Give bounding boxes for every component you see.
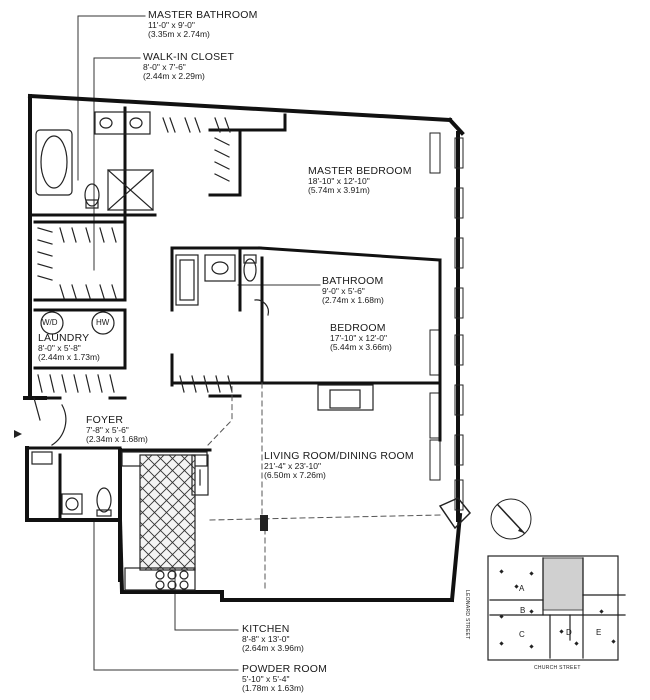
fireplace — [317, 384, 374, 411]
room-dim-m: (2.44m x 1.73m) — [38, 351, 100, 362]
room-dim-ft: 17'-10" x 12'-0" — [330, 333, 388, 344]
room-dim-ft: 7'-8" x 5'-6" — [86, 425, 129, 436]
room-name: BEDROOM — [330, 322, 386, 334]
room-dim-m: (3.35m x 2.74m) — [148, 28, 210, 39]
room-name: WALK-IN CLOSET — [143, 51, 235, 63]
street-label-side: LEONARD STREET — [464, 590, 470, 640]
key-unit-c: C — [519, 630, 525, 639]
room-dim-m: (2.74m x 1.68m) — [322, 294, 384, 305]
ceiling-dash-lines — [207, 382, 441, 591]
label-kitchen: KITCHEN 8'-8" x 13'-0" (2.64m x 3.96m) — [242, 623, 304, 653]
entry-door — [14, 397, 67, 446]
interior-walls — [28, 106, 442, 522]
room-dim-m: (5.74m x 3.91m) — [308, 184, 370, 195]
room-name: LIVING ROOM/DINING ROOM — [264, 450, 414, 462]
room-dim-m: (2.44m x 2.29m) — [143, 70, 205, 81]
windows — [429, 132, 464, 511]
room-dim-m: (2.34m x 1.68m) — [86, 433, 148, 444]
label-master-bathroom: MASTER BATHROOM 11'-0" x 9'-0" (3.35m x … — [148, 9, 258, 39]
label-walk-in-closet: WALK-IN CLOSET 8'-0" x 7'-6" (2.44m x 2.… — [143, 51, 235, 81]
key-unit-e: E — [596, 628, 602, 637]
structural-column — [260, 515, 268, 531]
room-name: FOYER — [86, 414, 124, 426]
street-label-bottom: CHURCH STREET — [534, 665, 581, 671]
corner-column — [438, 497, 472, 530]
room-name: LAUNDRY — [38, 332, 90, 344]
laundry-appliances — [40, 311, 115, 335]
room-dim-ft: 8'-0" x 7'-6" — [143, 62, 186, 73]
room-name: BATHROOM — [322, 275, 384, 287]
room-dim-ft: 9'-0" x 5'-6" — [322, 286, 365, 297]
key-unit-a: A — [519, 584, 525, 593]
kitchen-fixtures — [121, 451, 209, 591]
powder-fixtures — [31, 451, 112, 517]
closet-hatching — [37, 117, 233, 393]
label-foyer: FOYER 7'-8" x 5'-6" (2.34m x 1.68m) — [86, 414, 148, 444]
label-master-bedroom: MASTER BEDROOM 18'-10" x 12'-10" (5.74m … — [308, 165, 412, 195]
label-living-dining: LIVING ROOM/DINING ROOM 21'-4" x 23'-10"… — [264, 450, 414, 480]
key-unit-d: D — [566, 628, 572, 637]
bath-fixtures — [175, 254, 269, 316]
key-plan — [487, 555, 626, 661]
label-bathroom: BATHROOM 9'-0" x 5'-6" (2.74m x 1.68m) — [322, 275, 384, 305]
room-dim-m: (1.78m x 1.63m) — [242, 682, 304, 693]
room-name: MASTER BATHROOM — [148, 9, 258, 21]
room-dim-ft: 11'-0" x 9'-0" — [148, 20, 195, 31]
key-plan-columns — [499, 569, 616, 649]
room-dim-ft: 8'-0" x 5'-8" — [38, 343, 81, 354]
room-dim-ft: 21'-4" x 23'-10" — [264, 461, 322, 472]
hot-water-label: HW — [96, 318, 110, 327]
room-dim-m: (6.50m x 7.26m) — [264, 469, 326, 480]
label-laundry: LAUNDRY 8'-0" x 5'-8" (2.44m x 1.73m) — [38, 332, 100, 362]
room-name: POWDER ROOM — [242, 663, 328, 675]
room-dim-m: (2.64m x 3.96m) — [242, 642, 304, 653]
master-bath-fixtures — [35, 111, 154, 211]
room-name: MASTER BEDROOM — [308, 165, 412, 177]
room-name: KITCHEN — [242, 623, 290, 635]
room-dim-ft: 8'-8" x 13'-0" — [242, 634, 290, 645]
key-unit-b: B — [520, 606, 526, 615]
room-dim-ft: 5'-10" x 5'-4" — [242, 674, 290, 685]
label-powder-room: POWDER ROOM 5'-10" x 5'-4" (1.78m x 1.63… — [242, 663, 328, 693]
exterior-walls — [23, 93, 465, 603]
kitchen-floor-tile — [140, 455, 195, 570]
room-dim-m: (5.44m x 3.66m) — [330, 341, 392, 352]
north-arrow-icon — [490, 498, 532, 540]
room-dim-ft: 18'-10" x 12'-10" — [308, 176, 370, 187]
label-bedroom: BEDROOM 17'-10" x 12'-0" (5.44m x 3.66m) — [330, 322, 392, 352]
washer-dryer-label: W/D — [42, 318, 58, 327]
